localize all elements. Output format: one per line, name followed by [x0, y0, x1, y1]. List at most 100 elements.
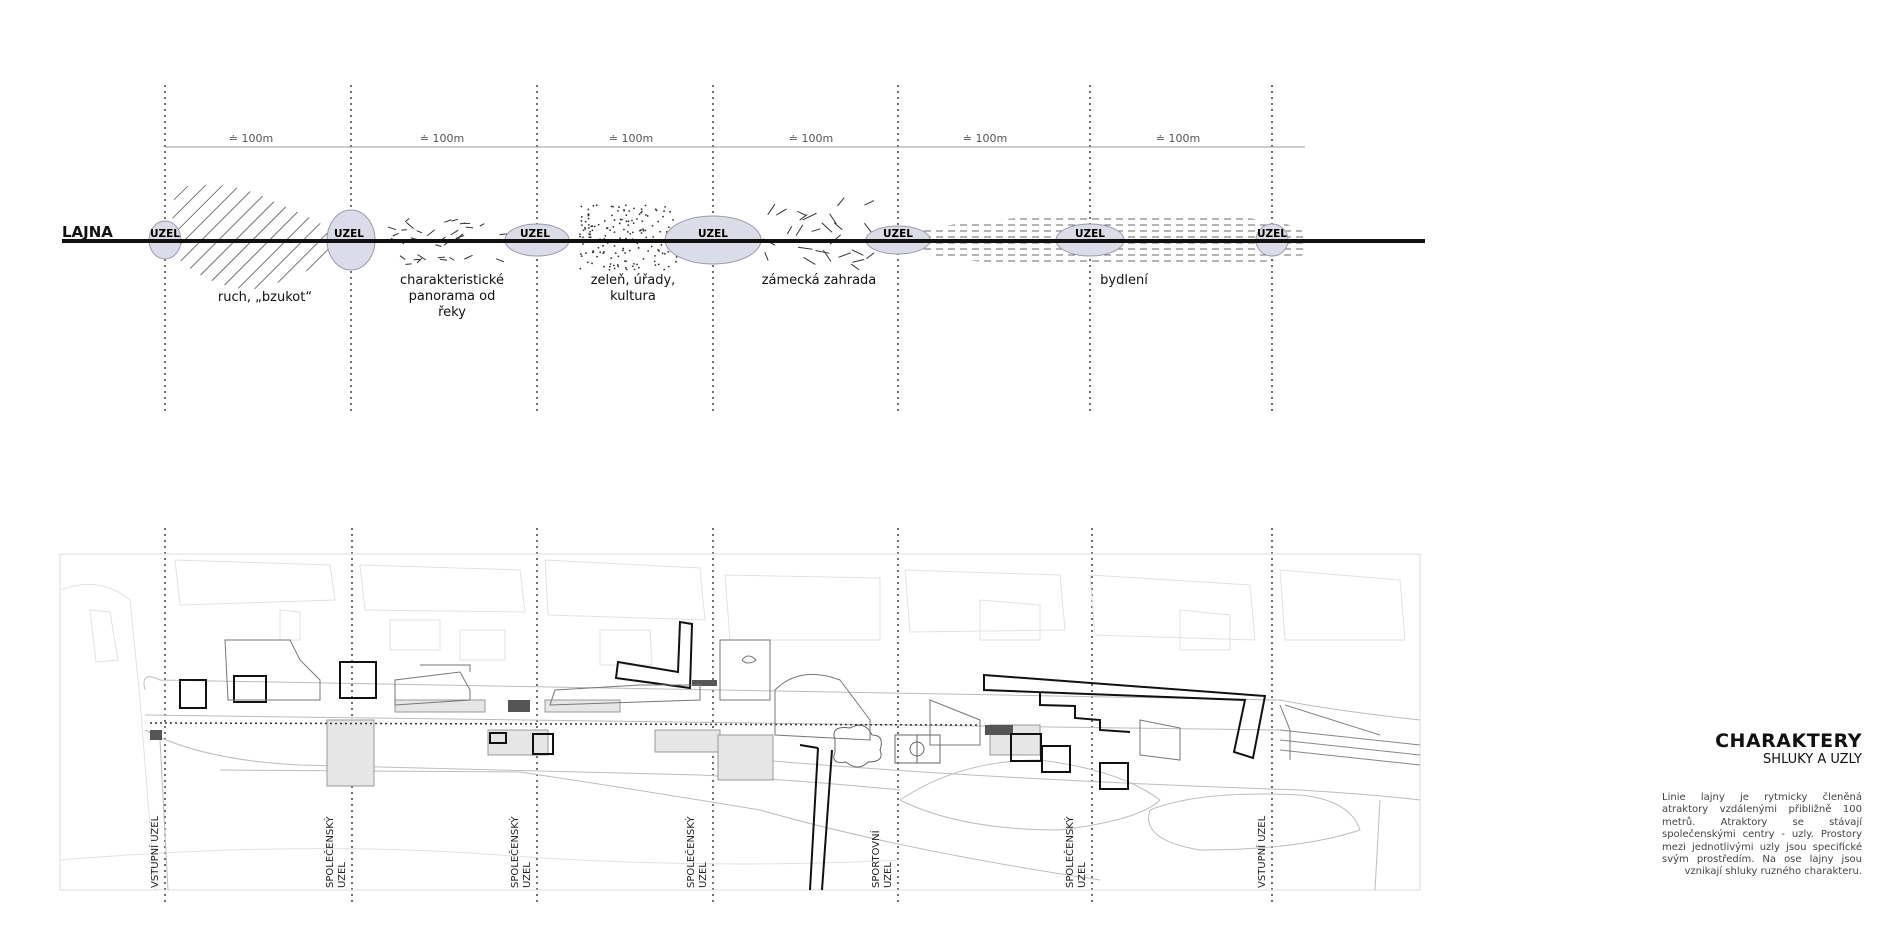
- dot-mark: [641, 210, 643, 213]
- stroke-mark: [803, 257, 816, 265]
- dot-mark: [652, 236, 655, 238]
- stroke-mark: [821, 222, 833, 233]
- node-label-4: UZEL: [698, 228, 728, 240]
- context-map: [59, 559, 1406, 891]
- dash-mark: [399, 255, 406, 260]
- dot-mark: [651, 224, 654, 227]
- dot-mark: [637, 247, 640, 249]
- dot-mark: [587, 223, 590, 226]
- dot-mark: [581, 224, 583, 227]
- dot-mark: [588, 236, 591, 239]
- stroke-mark: [811, 228, 821, 232]
- page-subtitle: SHLUKY A UZLY: [1763, 752, 1862, 767]
- dash-mark: [405, 221, 414, 229]
- dash-mark: [416, 257, 423, 264]
- node-label-2: UZEL: [334, 228, 364, 240]
- dot-mark: [626, 231, 629, 233]
- node-type-label-6-1: SPOLEČENSKÝ: [1063, 816, 1076, 888]
- dot-mark: [659, 230, 662, 233]
- node-type-label-5-2: UZEL: [883, 862, 894, 888]
- dot-mark: [581, 236, 584, 239]
- segment-label-4: zámecká zahrada: [762, 273, 877, 288]
- site-plan: [59, 553, 1421, 891]
- distance-label-1: ≐ 100m: [229, 132, 273, 145]
- dot-mark: [624, 204, 627, 207]
- page-description: Linie lajny je rytmicky členěná atraktor…: [1662, 792, 1862, 878]
- stroke-mark: [837, 197, 845, 207]
- dot-mark: [645, 236, 648, 239]
- dot-mark: [624, 266, 627, 269]
- dot-mark: [587, 213, 590, 216]
- dot-mark: [642, 228, 644, 230]
- dot-mark: [642, 258, 645, 260]
- dot-mark: [655, 209, 658, 212]
- stroke-cluster: [762, 197, 875, 271]
- dash-mark: [404, 218, 410, 223]
- dot-mark: [619, 237, 622, 240]
- dot-mark: [661, 252, 664, 255]
- distance-ruler: ≐ 100m ≐ 100m ≐ 100m ≐ 100m ≐ 100m ≐ 100…: [165, 132, 1305, 148]
- node-type-label-7-1: VSTUPNÍ UZEL: [1255, 815, 1268, 888]
- stroke-mark: [799, 214, 808, 221]
- dot-mark: [617, 255, 620, 258]
- dot-mark: [642, 229, 645, 232]
- dot-mark: [602, 244, 604, 247]
- distance-label-2: ≐ 100m: [420, 132, 464, 145]
- new-buildings: [179, 620, 1267, 891]
- dot-mark: [612, 205, 614, 208]
- dot-mark: [613, 231, 616, 234]
- dot-mark: [638, 213, 641, 216]
- node-type-label-6-2: UZEL: [1077, 862, 1088, 888]
- node-type-label-3-2: UZEL: [522, 862, 533, 888]
- dot-mark: [579, 233, 581, 236]
- dot-mark: [660, 244, 663, 246]
- dot-mark: [622, 247, 625, 250]
- dot-mark: [618, 206, 620, 208]
- distance-label-6: ≐ 100m: [1156, 132, 1200, 145]
- dash-mark: [450, 229, 459, 236]
- dot-mark: [637, 266, 640, 269]
- dot-mark: [579, 267, 582, 270]
- node-guide-lines: [164, 85, 1273, 905]
- stroke-mark: [851, 249, 864, 256]
- dot-mark: [618, 222, 621, 225]
- dash-mark: [459, 222, 466, 225]
- dot-mark: [617, 265, 620, 268]
- dot-mark: [613, 245, 616, 247]
- distance-label-5: ≐ 100m: [963, 132, 1007, 145]
- sport-field: [894, 734, 941, 764]
- node-type-label-4-2: UZEL: [698, 862, 709, 888]
- dot-mark: [610, 205, 613, 208]
- segment-label-2-line3: řeky: [438, 305, 466, 320]
- node-labels: UZEL UZEL UZEL UZEL UZEL UZEL UZEL: [150, 228, 1287, 240]
- dot-mark: [608, 265, 611, 268]
- dot-mark: [612, 264, 615, 267]
- dot-mark: [604, 234, 607, 237]
- dot-mark: [628, 249, 631, 252]
- dot-mark: [587, 208, 590, 211]
- dot-mark: [585, 252, 587, 255]
- dot-mark: [654, 254, 656, 257]
- stroke-mark: [850, 263, 860, 271]
- dot-mark: [629, 232, 632, 235]
- stroke-mark: [767, 203, 776, 215]
- dot-mark: [609, 263, 612, 265]
- dot-mark: [599, 251, 602, 254]
- dot-mark: [591, 229, 594, 232]
- node-label-3: UZEL: [520, 228, 550, 240]
- dot-mark: [614, 252, 617, 254]
- dot-mark: [613, 219, 616, 221]
- dot-mark: [633, 262, 635, 265]
- segment-label-5: bydlení: [1100, 273, 1148, 288]
- node-type-label-1-1: VSTUPNÍ UZEL: [148, 815, 161, 888]
- dot-mark: [631, 265, 634, 268]
- dash-mark: [464, 254, 473, 260]
- dash-mark: [449, 256, 455, 261]
- page-title: CHARAKTERY: [1715, 730, 1862, 752]
- dash-mark: [417, 254, 426, 261]
- dash-mark: [439, 258, 448, 261]
- dash-mark: [437, 256, 445, 259]
- dot-mark: [579, 253, 582, 256]
- dot-mark: [592, 250, 595, 252]
- dot-mark: [640, 232, 643, 234]
